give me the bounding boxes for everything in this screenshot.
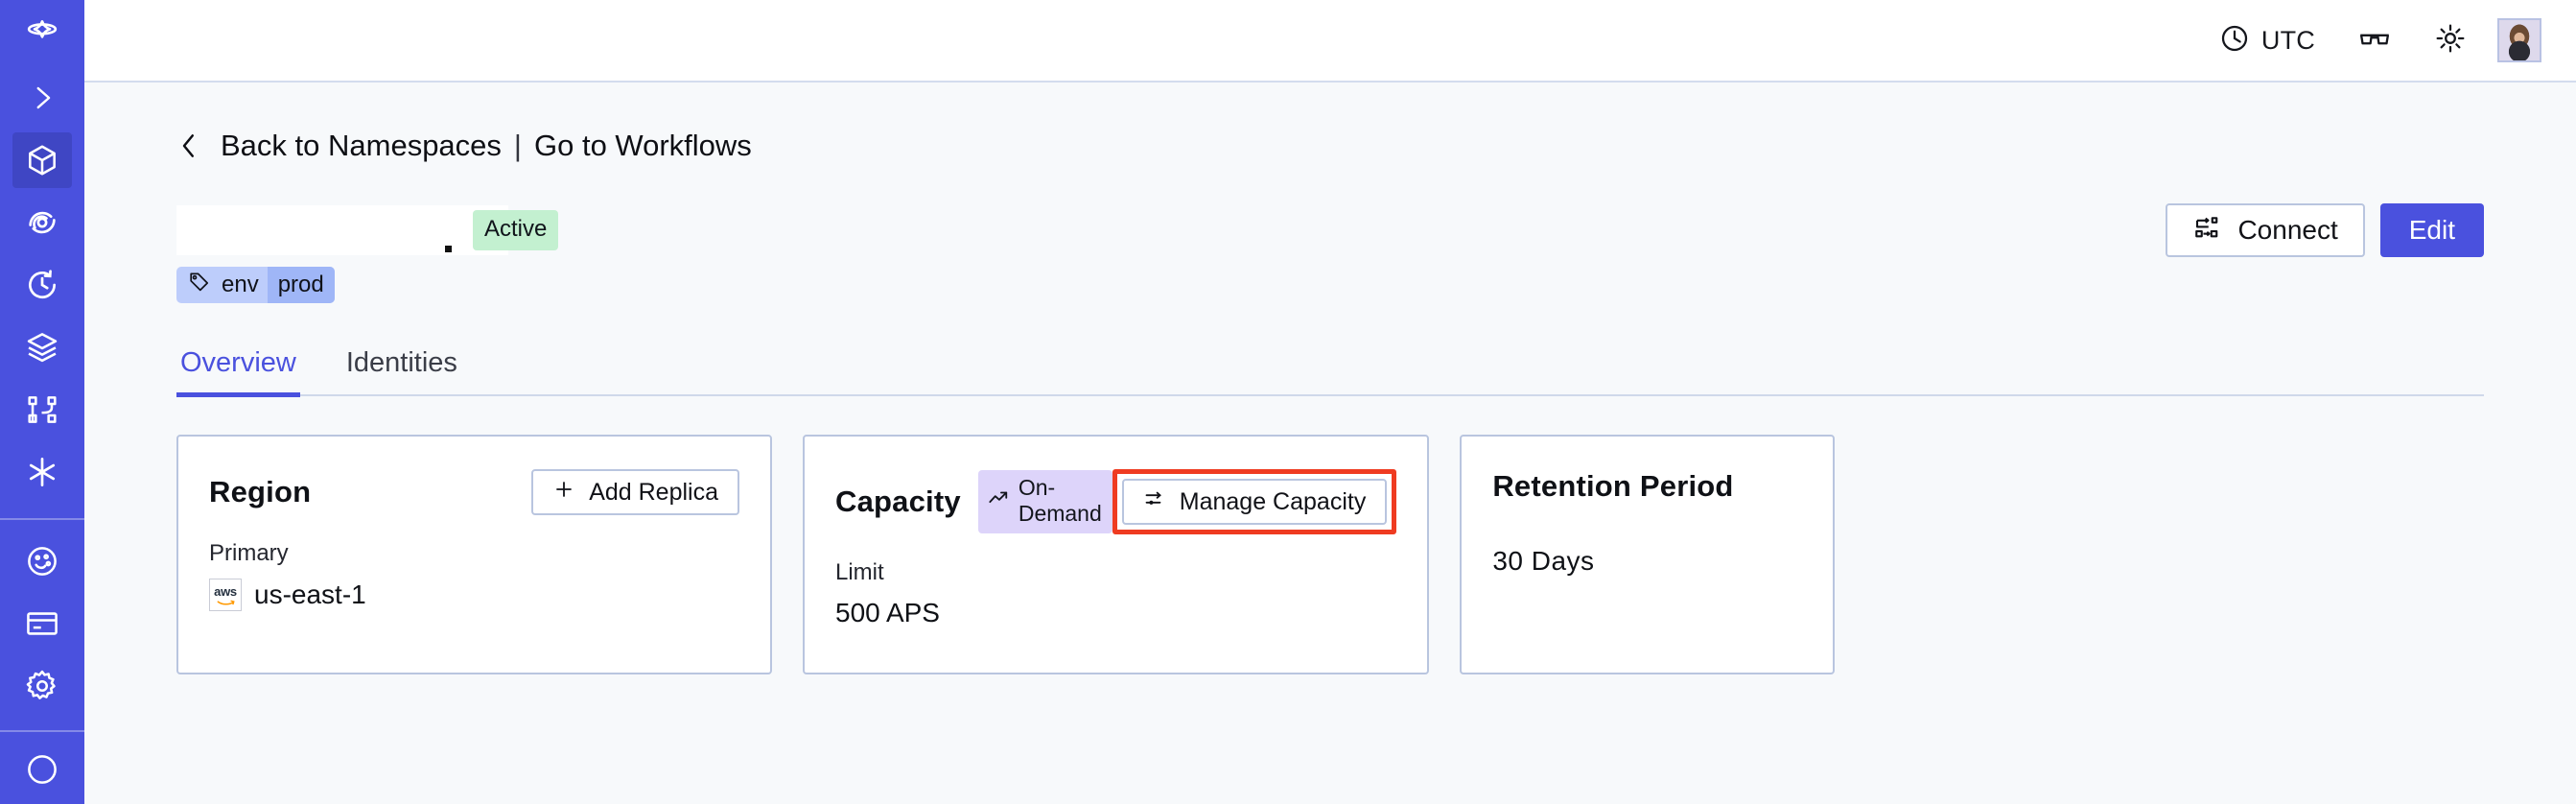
sidebar [0, 0, 84, 804]
topbar: UTC [84, 0, 2576, 83]
sidebar-divider-2 [0, 730, 84, 732]
theme-toggle-button[interactable] [2413, 13, 2488, 67]
sidebar-item-help[interactable] [12, 742, 72, 797]
sidebar-item-integrations[interactable] [12, 444, 72, 500]
capacity-card-title: Capacity [835, 485, 961, 518]
header-actions: Connect Edit [2166, 203, 2484, 257]
clock-icon [2219, 23, 2250, 59]
region-primary-label: Primary [209, 540, 289, 566]
region-card-action: Add Replica [531, 469, 739, 515]
capacity-card-action: Manage Capacity [1112, 469, 1397, 534]
trend-up-icon [987, 487, 1010, 514]
avatar[interactable] [2497, 18, 2541, 62]
region-card: Region Add Replica [176, 435, 772, 674]
connect-button[interactable]: Connect [2166, 203, 2365, 257]
sidebar-item-namespaces[interactable] [12, 131, 72, 188]
retention-value: 30 Days [1492, 546, 1595, 576]
region-card-title: Region [209, 475, 312, 508]
breadcrumb-back-link[interactable]: Back to Namespaces [221, 129, 502, 162]
sidebar-item-workflows[interactable] [12, 382, 72, 437]
logo-icon[interactable] [12, 7, 72, 62]
tab-identities[interactable]: Identities [345, 347, 457, 378]
aws-icon-text: aws [214, 583, 237, 599]
capacity-card-header: Capacity On-Demand [835, 469, 1397, 534]
sidebar-item-billing[interactable] [12, 596, 72, 651]
capacity-mode-badge: On-Demand [977, 470, 1112, 533]
tag-icon [188, 271, 211, 300]
status-badge: Active [473, 210, 559, 250]
region-value-row: aws us-east-1 [209, 579, 739, 611]
retention-card-title: Retention Period [1492, 469, 1734, 503]
capacity-mode-label: On-Demand [1018, 475, 1102, 526]
capacity-limit-label: Limit [835, 559, 884, 585]
tabs: Overview Identities [176, 347, 2484, 397]
namespace-tag[interactable]: env prod [176, 267, 335, 303]
tag-row: env prod [176, 267, 2484, 303]
sidebar-item-settings[interactable] [12, 658, 72, 714]
sliders-icon [1143, 487, 1166, 517]
sidebar-item-usage[interactable] [12, 533, 72, 589]
plus-icon [552, 478, 575, 508]
add-replica-button[interactable]: Add Replica [531, 469, 739, 515]
retention-card-header: Retention Period [1492, 469, 1802, 504]
capacity-card: Capacity On-Demand [803, 435, 1430, 674]
sidebar-item-layers[interactable] [12, 319, 72, 375]
connect-icon [2192, 213, 2221, 248]
main-column: UTC [84, 0, 2576, 804]
connect-button-label: Connect [2237, 215, 2338, 245]
breadcrumb: Back to Namespaces | Go to Workflows [176, 129, 2484, 163]
sidebar-item-observability[interactable] [12, 195, 72, 250]
breadcrumb-workflows-link[interactable]: Go to Workflows [533, 129, 752, 162]
aws-icon: aws [209, 579, 242, 611]
capacity-limit-value: 500 APS [835, 598, 940, 627]
retention-card: Retention Period 30 Days [1460, 435, 1836, 674]
region-card-header: Region Add Replica [209, 469, 739, 515]
page-content: Back to Namespaces | Go to Workflows Act… [84, 83, 2576, 804]
timezone-label: UTC [2260, 25, 2315, 55]
sidebar-item-history[interactable] [12, 257, 72, 313]
chevron-left-icon[interactable] [176, 131, 201, 160]
edit-button[interactable]: Edit [2379, 203, 2484, 257]
title-cursor-dot [445, 245, 452, 252]
glasses-icon-button[interactable] [2336, 13, 2413, 67]
breadcrumb-separator: | [513, 129, 522, 162]
manage-capacity-label: Manage Capacity [1179, 487, 1367, 515]
expand-icon[interactable] [12, 70, 72, 126]
tab-overview[interactable]: Overview [176, 347, 300, 397]
manage-capacity-highlight: Manage Capacity [1112, 469, 1397, 534]
region-value: us-east-1 [254, 579, 366, 609]
timezone-selector[interactable]: UTC [2198, 13, 2336, 67]
glasses-icon [2357, 21, 2392, 60]
page-title [176, 205, 508, 255]
tag-value: prod [267, 267, 335, 303]
sidebar-divider-1 [0, 517, 84, 520]
add-replica-label: Add Replica [589, 478, 718, 506]
tag-key: env [222, 272, 259, 297]
overview-cards: Region Add Replica [176, 435, 2484, 674]
sun-icon [2434, 22, 2467, 59]
namespace-title-row: Active [176, 203, 2484, 257]
manage-capacity-button[interactable]: Manage Capacity [1121, 479, 1388, 525]
